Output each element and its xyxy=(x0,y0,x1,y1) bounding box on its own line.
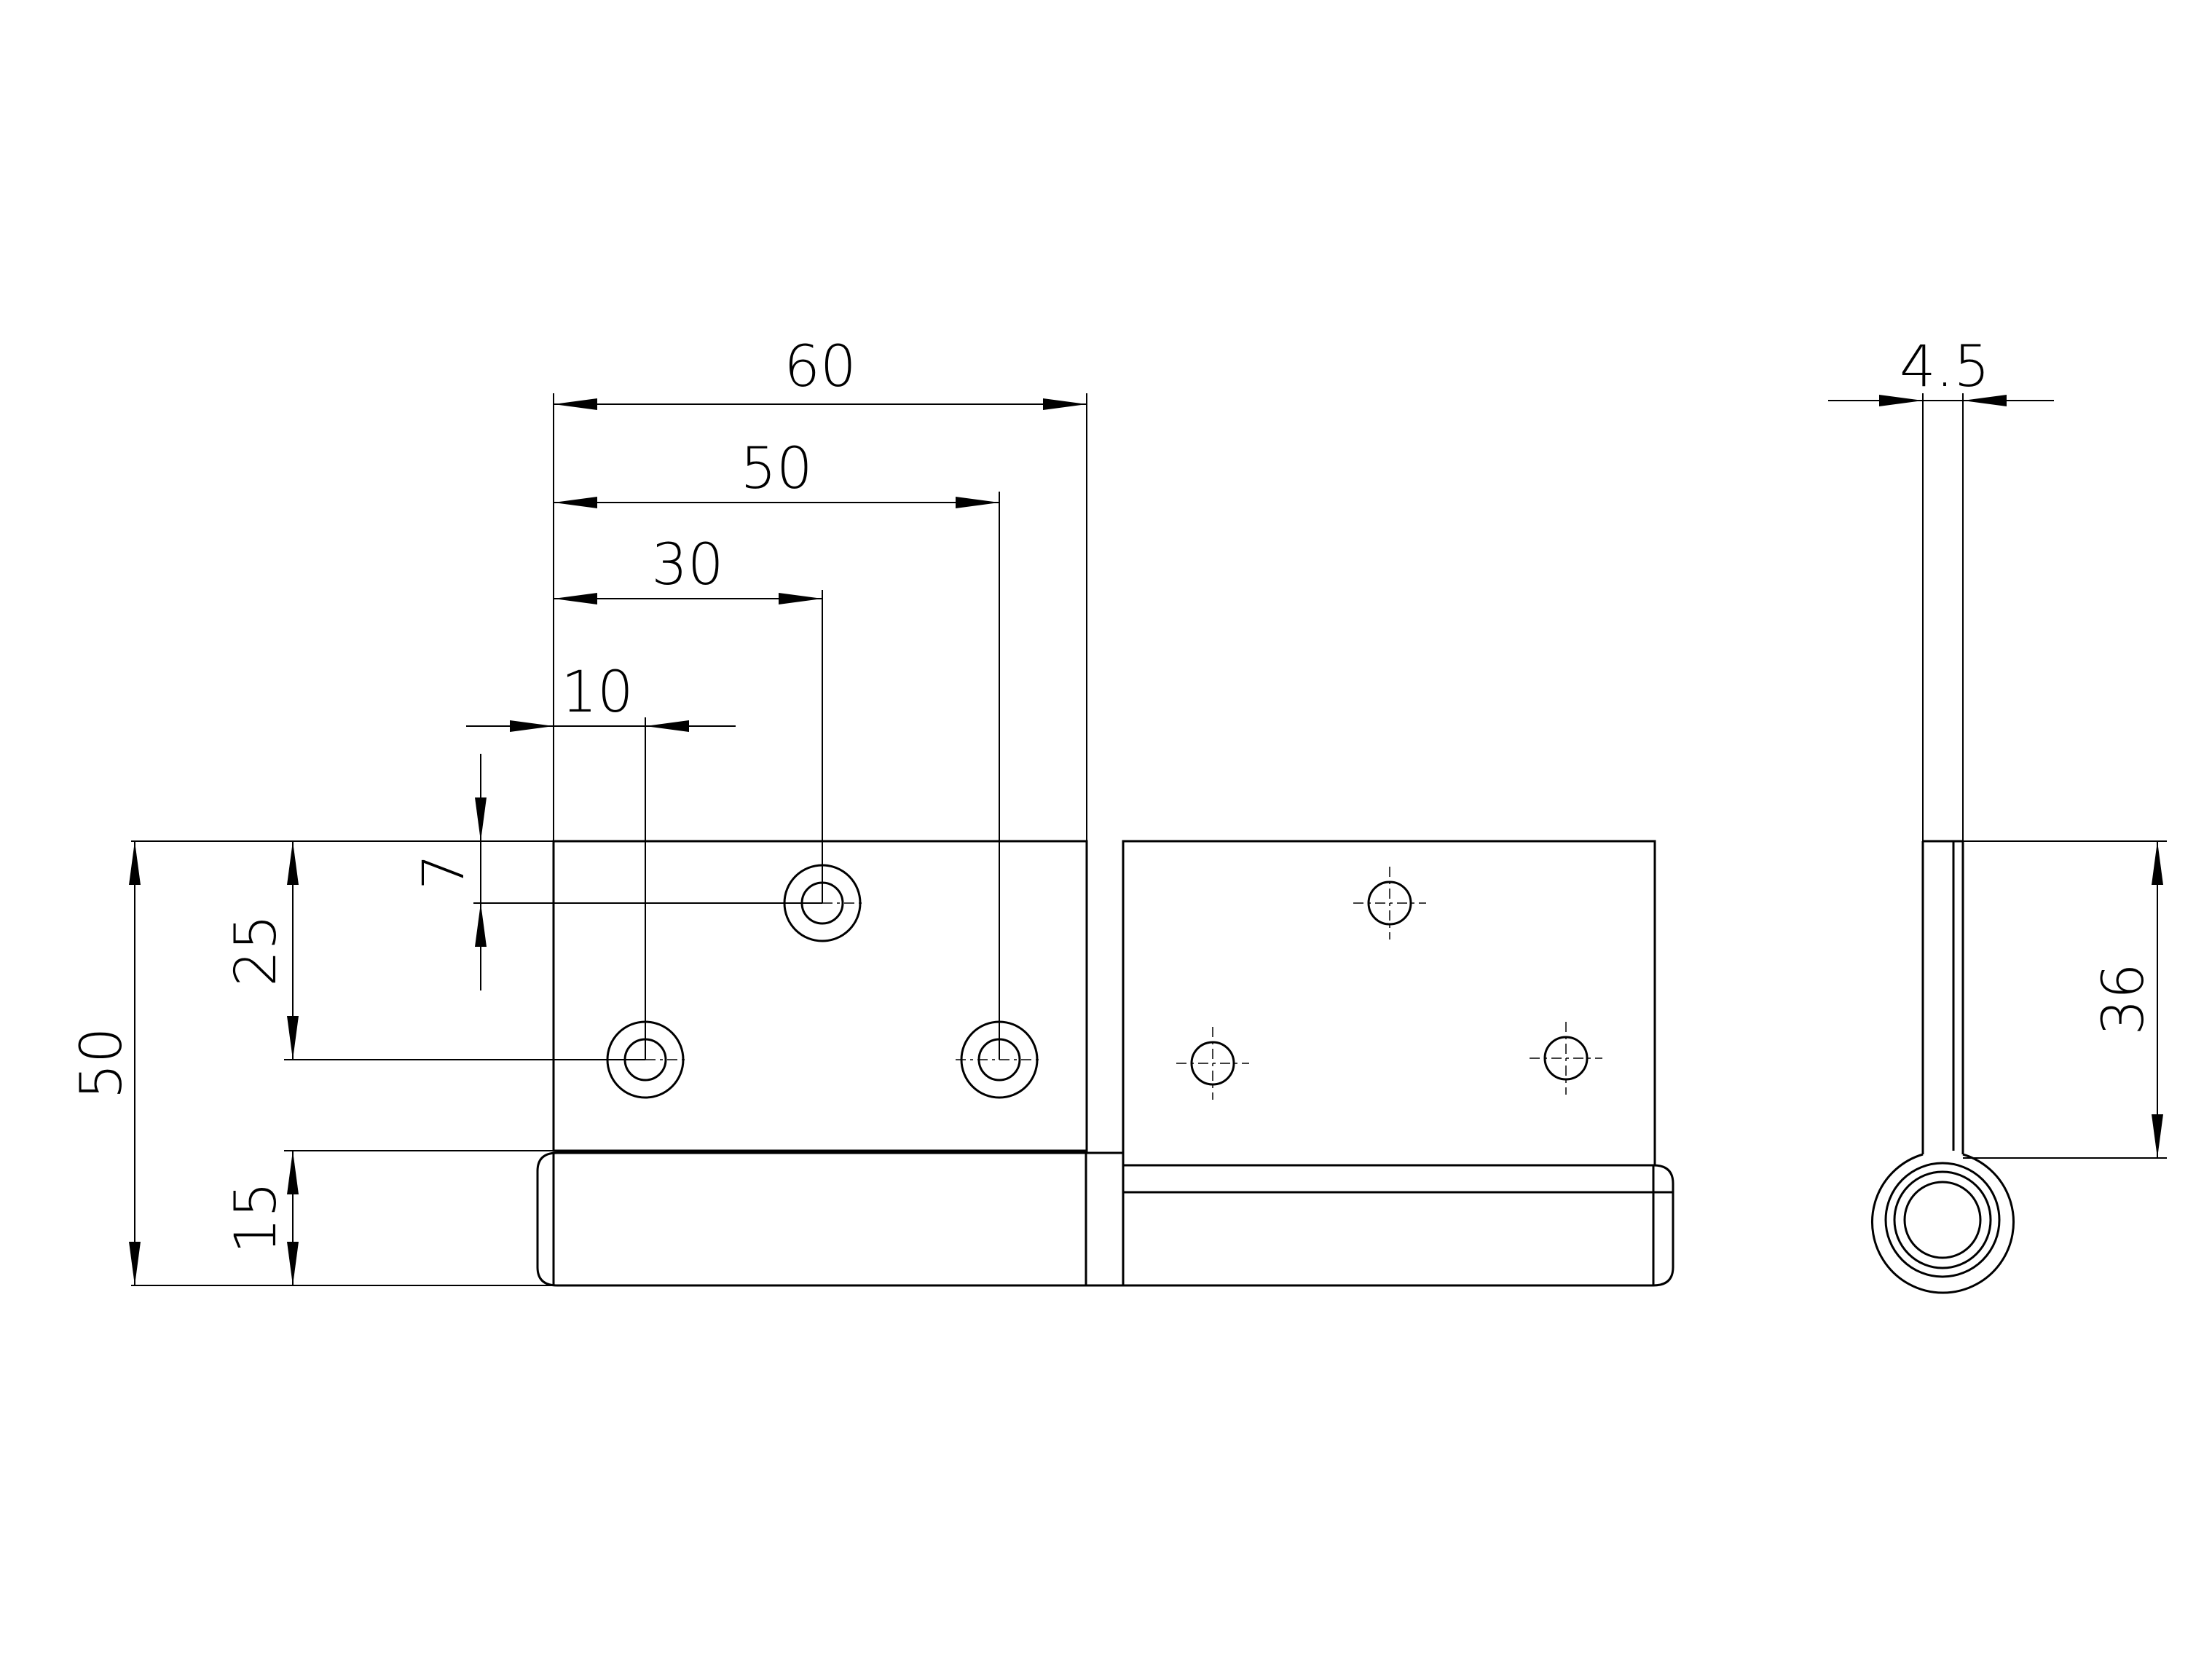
dimension-hole1-x: 10 xyxy=(466,660,736,732)
dimension-leaf-length: 36 xyxy=(2091,841,2163,1158)
dimension-hole1-x-label: 10 xyxy=(561,660,633,725)
dimension-hole-row-y: 25 xyxy=(224,841,299,1060)
dimension-hole2-x-label: 30 xyxy=(651,532,723,598)
side-barrel xyxy=(1871,1153,2015,1294)
extension-lines-horizontal-dims xyxy=(553,393,1087,1060)
dimension-thickness: 4.5 xyxy=(1828,334,2054,406)
dimension-thickness-label: 4.5 xyxy=(1900,334,1990,400)
dimension-hole-row-y-label: 25 xyxy=(224,914,289,986)
dimension-leaf-length-label: 36 xyxy=(2091,963,2157,1035)
dimension-overall-width: 60 xyxy=(554,334,1087,410)
knuckle xyxy=(536,1151,1674,1287)
left-leaf xyxy=(552,840,1088,1152)
dimension-overall-width-label: 60 xyxy=(784,334,856,400)
dimension-hole2-x: 30 xyxy=(554,532,822,604)
extension-lines-vertical-dims xyxy=(131,840,822,1286)
dimension-overall-height: 50 xyxy=(69,841,141,1285)
dimension-hole-top-y-label: 7 xyxy=(412,854,477,890)
plain-hole-2 xyxy=(1353,867,1426,940)
side-leaf xyxy=(1921,840,1964,1154)
right-leaf xyxy=(1122,840,1656,1167)
plain-hole-3 xyxy=(1530,1022,1602,1095)
dimension-knuckle-height: 15 xyxy=(224,1151,299,1285)
dimension-overall-height-label: 50 xyxy=(69,1027,135,1099)
dimension-knuckle-height-label: 15 xyxy=(224,1181,289,1253)
plain-hole-1 xyxy=(1176,1027,1249,1100)
front-view: 60 50 30 10 xyxy=(69,334,1674,1287)
side-extension-lines xyxy=(1922,393,2167,1159)
dimension-hole-top-y: 7 xyxy=(412,754,487,990)
dimension-hole3-x-label: 50 xyxy=(740,436,812,502)
side-view: 4.5 36 xyxy=(1828,334,2167,1294)
dimension-hole3-x: 50 xyxy=(554,436,999,508)
